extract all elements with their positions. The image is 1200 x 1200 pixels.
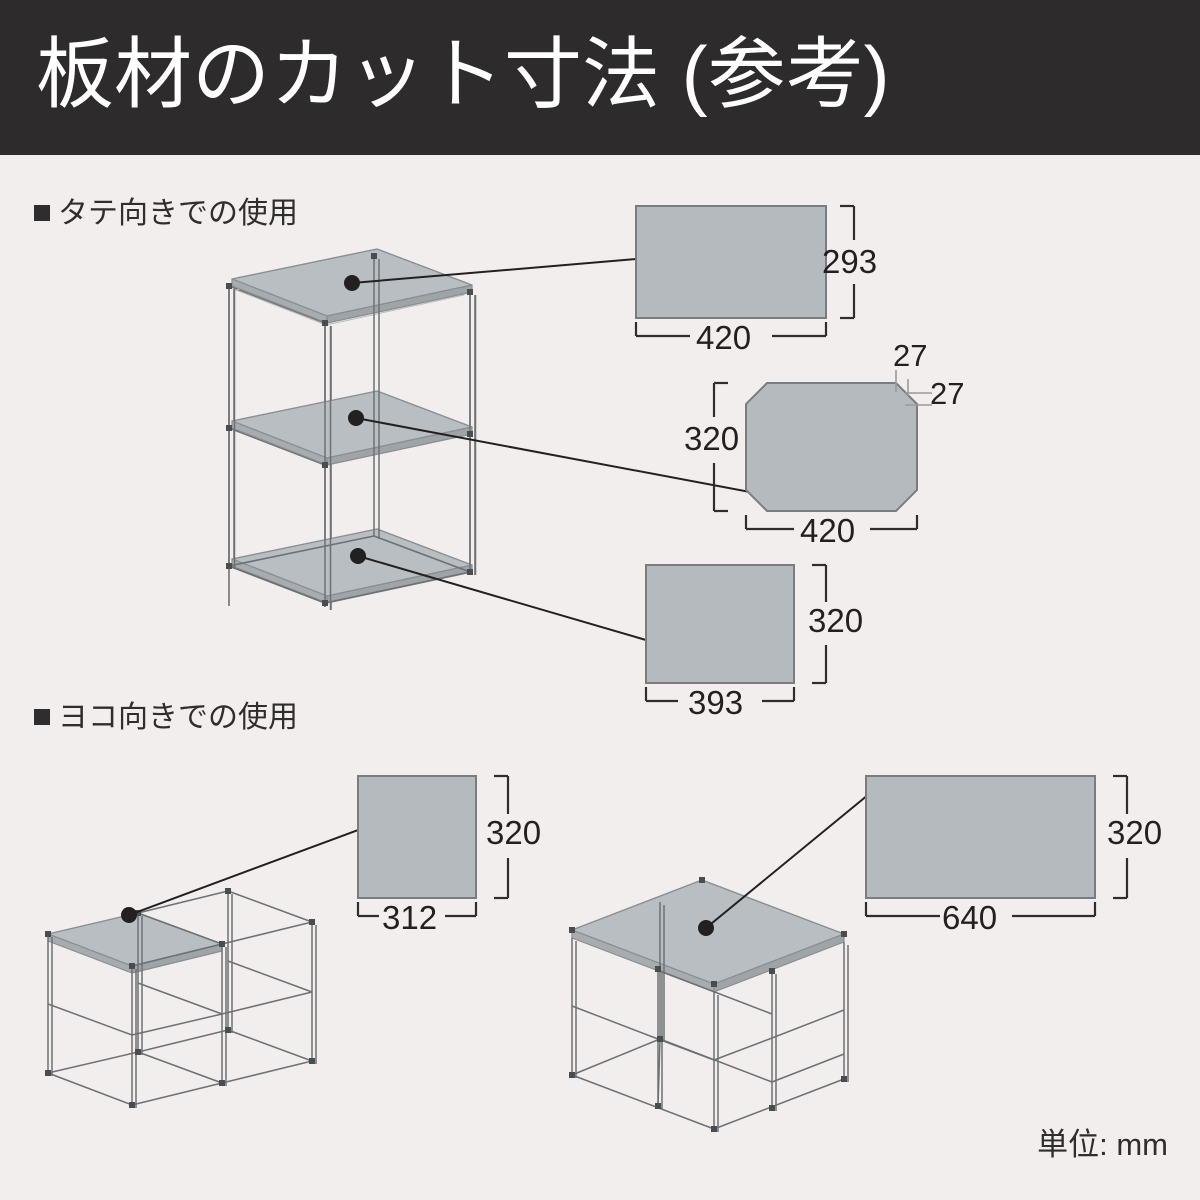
leader-dot-horizontal-right: [698, 920, 714, 936]
dimension-bracket-p2-width: [744, 515, 919, 531]
section-heading-vertical-label: タテ向きでの使用: [58, 197, 298, 230]
leader-line-middle: [355, 417, 751, 493]
leader-line-horizontal-right: [705, 789, 875, 929]
dimension-label-p2-width: 420: [800, 512, 856, 549]
dimension-label-p4-height: 320: [486, 814, 542, 851]
leader-dot-top: [344, 275, 360, 291]
dimension-label-p2-chamfer-side: 27: [930, 376, 965, 411]
dimension-bracket-p1-width: [634, 322, 828, 338]
dimension-label-p3-height: 320: [808, 602, 864, 639]
leader-dot-horizontal-left: [121, 907, 137, 923]
page-title: 板材のカット寸法 (参考): [36, 30, 890, 118]
dimension-label-p5-width: 640: [942, 899, 998, 936]
dimension-bracket-p4-width: [356, 902, 478, 918]
panel-bottom-vertical: [645, 564, 795, 684]
leader-line-horizontal-left-group: [121, 829, 359, 923]
dimension-bracket-p3-width: [644, 687, 796, 703]
bullet-square-icon: [34, 205, 50, 221]
section-heading-vertical: タテ向きでの使用: [34, 188, 298, 232]
horizontal-board-left: [47, 912, 223, 967]
dimension-label-p5-height: 320: [1107, 814, 1163, 851]
chamfer-leaders-p2: [895, 370, 932, 406]
shelf-horizontal-single-board-diagram: [45, 888, 317, 1108]
leader-dot-middle: [348, 410, 364, 426]
dimension-bracket-p5-width: [864, 902, 1097, 918]
panel-left-horizontal: [357, 775, 477, 899]
leader-line-bottom: [357, 555, 647, 641]
dimension-bracket-p1-height: [840, 204, 856, 320]
page-header: 板材のカット寸法 (参考): [0, 0, 1200, 155]
dimension-label-p2-chamfer-top: 27: [893, 338, 928, 373]
dimension-label-p4-width: 312: [382, 899, 438, 936]
shelf-horizontal-full-board-diagram: [569, 877, 849, 1132]
leader-lines-vertical: [351, 258, 751, 641]
unit-note: 単位: mm: [1037, 1127, 1168, 1162]
dimension-label-p3-width: 393: [688, 684, 744, 721]
dimension-bracket-p5-height: [1113, 774, 1129, 900]
dimension-label-p1-width: 420: [696, 319, 752, 356]
leader-line-top: [351, 258, 637, 284]
section-heading-horizontal: ヨコ向きでの使用: [34, 692, 298, 736]
dimension-bracket-p4-height: [494, 774, 510, 900]
leader-line-horizontal-right-group: [698, 789, 875, 936]
panel-middle-vertical: [745, 382, 918, 512]
dimension-label-p2-height: 320: [684, 420, 740, 457]
section-heading-horizontal-label: ヨコ向きでの使用: [58, 701, 298, 734]
dimension-bracket-p3-height: [812, 563, 828, 685]
leader-dots-vertical: [344, 275, 366, 564]
dimension-label-p1-height: 293: [822, 243, 878, 280]
dimension-bracket-p2-height: [712, 381, 728, 513]
panel-top-vertical: [635, 205, 827, 319]
bullet-square-icon: [34, 709, 50, 725]
leader-line-horizontal-left: [128, 829, 359, 916]
leader-dot-bottom: [350, 548, 366, 564]
panel-right-horizontal: [865, 775, 1096, 899]
shelf-board-bottom: [231, 528, 473, 597]
